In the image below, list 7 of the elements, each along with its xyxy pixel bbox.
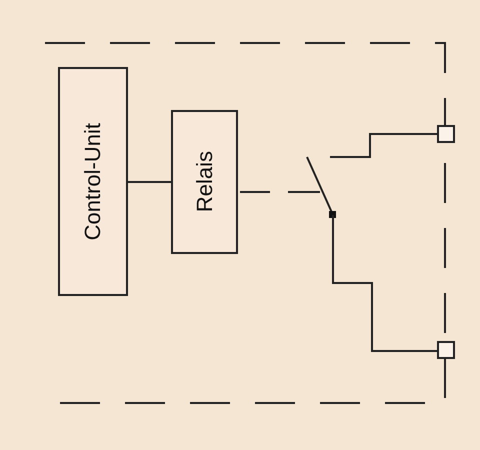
box-label: Relais	[192, 151, 218, 213]
control-unit-box	[58, 67, 128, 296]
box-label: Control-Unit	[80, 122, 106, 240]
terminal-square	[437, 125, 455, 143]
relay-box	[171, 110, 238, 254]
wire	[128, 181, 171, 183]
terminal-square	[437, 341, 455, 359]
